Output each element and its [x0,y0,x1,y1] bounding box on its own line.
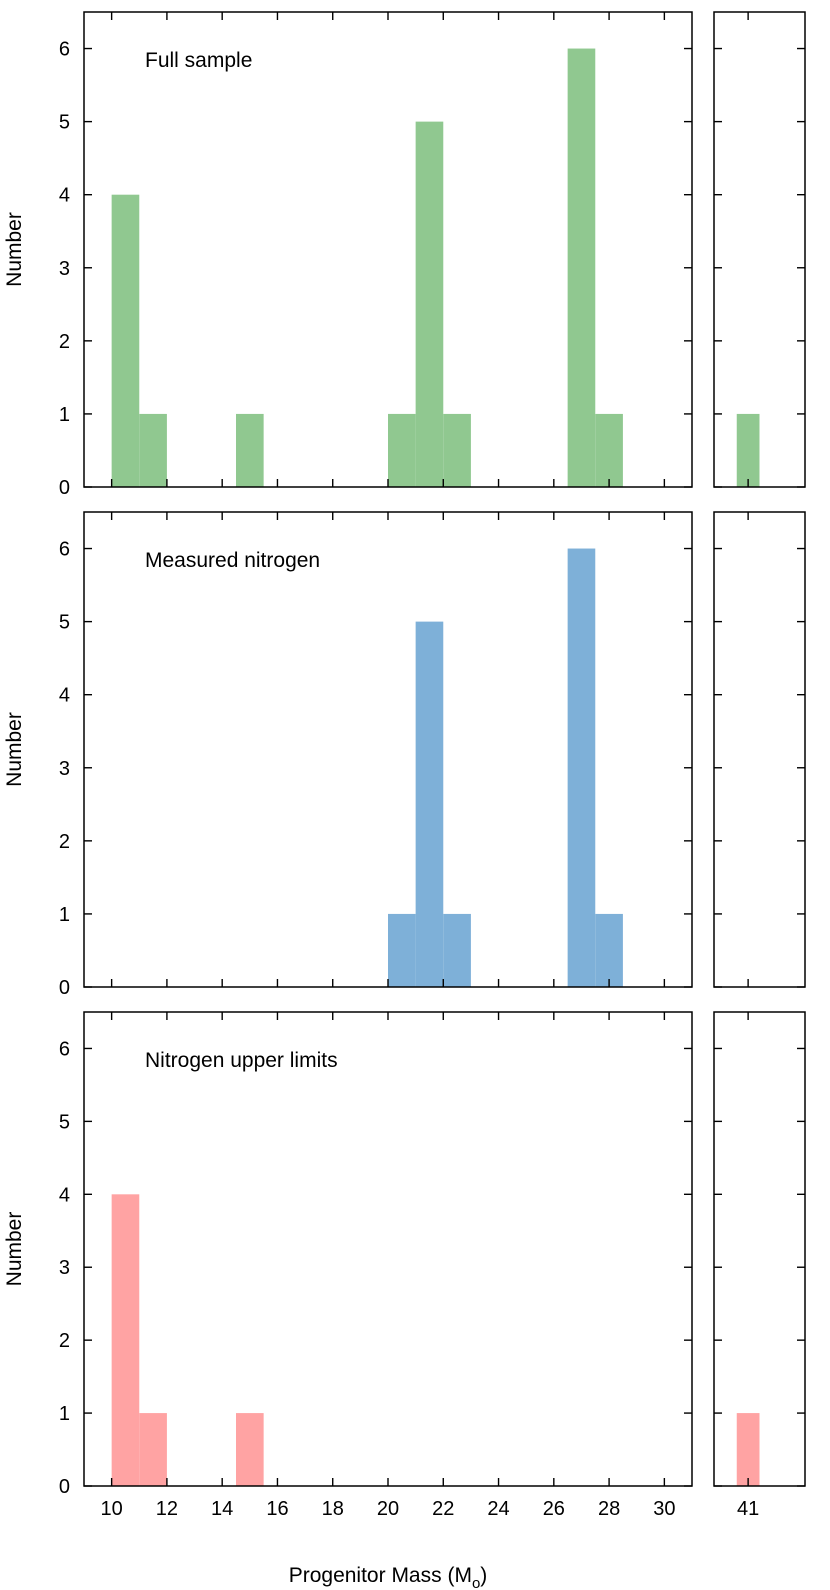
y-tick-label: 0 [59,1476,70,1498]
x-tick-label: 28 [598,1498,620,1520]
histogram-bar [595,413,623,487]
y-tick-label: 2 [59,331,70,353]
x-tick-label: 16 [266,1498,288,1520]
histogram-bar [415,121,444,487]
panel-label: Full sample [145,49,252,72]
main-axes-frame [83,1011,693,1487]
histogram-bar [443,913,471,987]
y-tick-label: 3 [59,1257,70,1279]
histogram-bar [415,621,444,987]
y-tick-label: 5 [59,112,70,134]
histogram-bar [236,1413,264,1486]
side-histogram-bar [736,413,760,487]
histogram-bar [567,48,596,488]
side-axes-frame [713,11,806,488]
y-tick-label: 6 [59,539,70,561]
x-tick-label: 24 [487,1498,509,1520]
histogram-bar [567,548,596,987]
y-tick-label: 6 [59,1038,70,1060]
side-axes-frame [713,1011,806,1487]
y-tick-label: 4 [59,185,70,207]
x-tick-label: 14 [211,1498,233,1520]
y-axis-label: Number [3,712,26,787]
histogram-bar [388,413,416,487]
histogram-bar [595,913,623,987]
x-axis-label-text: Progenitor Mass (M [289,1564,472,1587]
x-tick-label: 20 [377,1498,399,1520]
side-axes-frame [713,511,806,988]
x-tick-label: 30 [653,1498,675,1520]
side-x-tick-label: 41 [737,1498,759,1520]
x-axis-label-close: ) [480,1564,487,1587]
y-axis-label: Number [3,212,26,287]
x-tick-label: 22 [432,1498,454,1520]
y-tick-label: 2 [59,831,70,853]
x-tick-label: 18 [322,1498,344,1520]
x-tick-label: 10 [101,1498,123,1520]
histogram-bar [388,913,416,987]
histogram-bar [236,413,264,487]
y-axis-label: Number [3,1212,26,1287]
y-tick-label: 0 [59,977,70,999]
x-axis-label-subscript: o [472,1575,480,1590]
y-tick-label: 3 [59,758,70,780]
x-tick-label: 26 [543,1498,565,1520]
y-tick-label: 1 [59,904,70,926]
y-tick-label: 5 [59,1111,70,1133]
side-histogram-bar [736,1413,760,1486]
y-tick-label: 3 [59,258,70,280]
x-axis-label: Progenitor Mass (Mo) [289,1564,488,1590]
y-tick-label: 5 [59,612,70,634]
y-tick-label: 4 [59,1184,70,1206]
x-tick-label: 12 [156,1498,178,1520]
y-tick-label: 6 [59,39,70,61]
histogram-bar [139,1413,167,1486]
histogram-bar [139,413,167,487]
y-tick-label: 4 [59,685,70,707]
y-tick-label: 1 [59,1403,70,1425]
y-tick-label: 2 [59,1330,70,1352]
y-tick-label: 1 [59,404,70,426]
panel-label: Nitrogen upper limits [145,1049,338,1072]
y-tick-label: 0 [59,477,70,499]
histogram-bar [443,413,471,487]
panel-label: Measured nitrogen [145,549,320,572]
histogram-bar [111,1194,140,1486]
histogram-bar [111,194,140,487]
